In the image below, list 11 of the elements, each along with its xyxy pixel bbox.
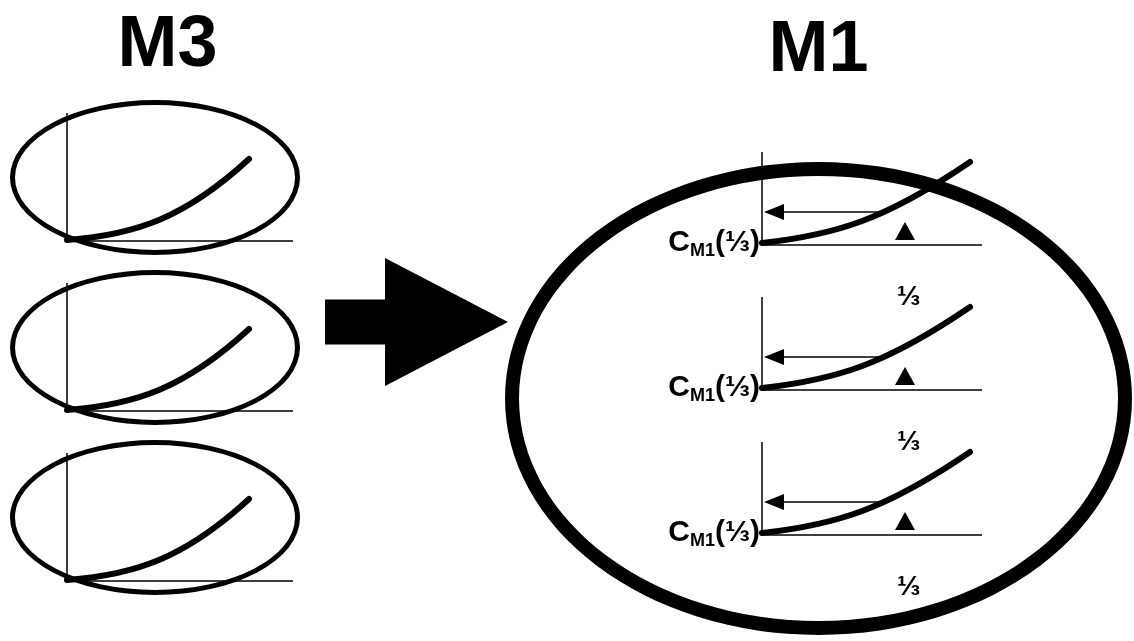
axis-value-label: C$_{M1}$(⅓): [668, 226, 760, 259]
axis-value-label: C$_{M1}$(⅓): [668, 516, 760, 549]
fraction-label: ⅓: [897, 427, 921, 455]
fraction-label: ⅓: [897, 282, 921, 310]
axis-value-label: C$_{M1}$(⅓): [668, 371, 760, 404]
fraction-label: ⅓: [897, 572, 921, 600]
ellipse-outline: [10, 440, 300, 595]
panel-heading: M1: [767, 10, 870, 82]
panel-heading: M3: [116, 5, 219, 77]
ellipse-outline: [10, 100, 300, 255]
ellipse-outline: [10, 270, 300, 425]
